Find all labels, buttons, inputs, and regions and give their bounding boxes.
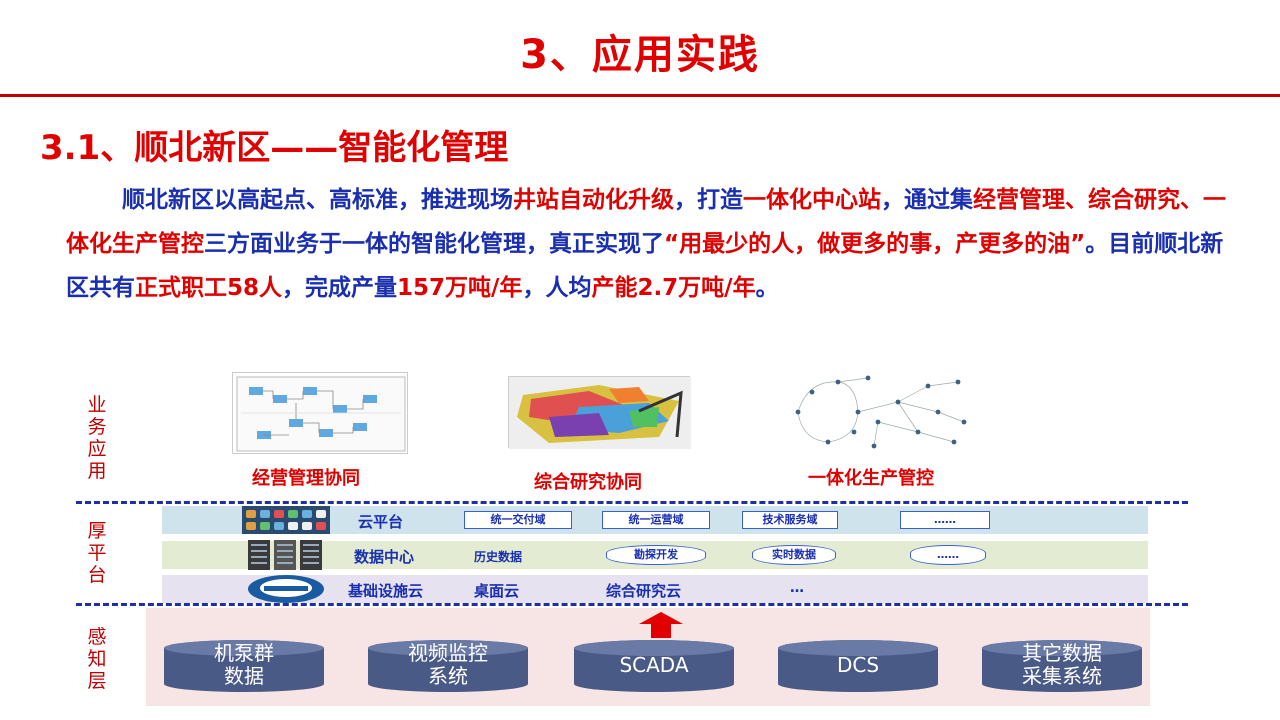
infrastructure-cloud-label: 基础设施云 bbox=[348, 582, 424, 600]
data-source-label: 其它数据采集系统 bbox=[1022, 641, 1102, 688]
data-source-label: 视频监控系统 bbox=[408, 641, 488, 688]
data-source-cylinder: SCADA bbox=[574, 640, 734, 692]
data-center-band: 数据中心 历史数据 勘探开发 实时数据 …… bbox=[162, 540, 1148, 570]
section-title: 3.1、顺北新区——智能化管理 bbox=[40, 128, 509, 168]
title-divider bbox=[0, 94, 1280, 97]
data-source-cylinder: 其它数据采集系统 bbox=[982, 640, 1142, 692]
data-source-label: 机泵群数据 bbox=[214, 641, 274, 688]
highlight-text: 正式职工58人 bbox=[135, 275, 283, 301]
more-data-db: …… bbox=[910, 545, 986, 565]
app-grid-icon bbox=[242, 506, 330, 534]
tech-service-domain: 技术服务域 bbox=[742, 511, 838, 529]
production-network-thumbnail bbox=[778, 372, 970, 452]
data-source-label: SCADA bbox=[619, 653, 689, 677]
research-3d-model-thumbnail bbox=[508, 376, 691, 449]
body-text: ，人均 bbox=[522, 275, 592, 301]
layer-divider-bottom bbox=[76, 603, 1188, 606]
highlight-text: 一体化中心站 bbox=[743, 187, 881, 213]
layer-label-platform: 厚平台 bbox=[87, 520, 107, 586]
body-text: 三方面业务于一体的智能化管理，真正实现了 bbox=[204, 231, 664, 257]
desktop-cloud-label: 桌面云 bbox=[474, 582, 520, 600]
body-text: ，打造 bbox=[674, 187, 743, 213]
layer-label-sensing: 感知层 bbox=[87, 626, 107, 692]
layer-divider-top bbox=[76, 501, 1188, 504]
body-text: ，通过集 bbox=[881, 187, 973, 213]
realtime-data-db: 实时数据 bbox=[752, 545, 836, 565]
business-flow-thumbnail bbox=[232, 372, 408, 454]
app-label-business: 经营管理协同 bbox=[252, 468, 360, 489]
historical-data-label: 历史数据 bbox=[474, 550, 523, 564]
body-text: 。目前顺北新区共有 bbox=[66, 231, 1224, 301]
app-label-research: 综合研究协同 bbox=[534, 472, 642, 493]
body-text: ，完成产量 bbox=[282, 275, 398, 301]
highlight-text: “用最少的人，做更多的事，产更多的油” bbox=[664, 231, 1086, 257]
data-source-cylinder: DCS bbox=[778, 640, 938, 692]
server-rack-icon bbox=[248, 540, 322, 570]
highlight-text: 157万吨/年 bbox=[397, 275, 523, 301]
infrastructure-cloud-band: 基础设施云 桌面云 综合研究云 … bbox=[162, 575, 1148, 603]
exploration-dev-db: 勘探开发 bbox=[606, 545, 706, 565]
cloud-logo-icon bbox=[248, 575, 324, 603]
infra-more-label: … bbox=[790, 580, 804, 596]
data-source-label: DCS bbox=[836, 653, 880, 677]
highlight-text: 经营管理、综合研究、一体化生产管控 bbox=[66, 187, 1226, 257]
cloud-platform-band: 云平台 统一交付域 统一运营域 技术服务域 …… bbox=[162, 506, 1148, 534]
up-arrow-icon bbox=[639, 612, 683, 638]
unified-delivery-domain: 统一交付域 bbox=[464, 511, 572, 529]
data-center-label: 数据中心 bbox=[354, 548, 415, 566]
app-label-production: 一体化生产管控 bbox=[808, 468, 934, 489]
unified-operation-domain: 统一运营域 bbox=[602, 511, 710, 529]
intro-paragraph: 顺北新区以高起点、高标准，推进现场井站自动化升级，打造一体化中心站，通过集经营管… bbox=[66, 178, 1226, 310]
highlight-text: 产能2.7万吨/年 bbox=[591, 275, 756, 301]
cloud-platform-label: 云平台 bbox=[358, 513, 404, 531]
slide-title: 3、应用实践 bbox=[520, 32, 760, 78]
body-text: 。 bbox=[755, 275, 779, 301]
body-text: 顺北新区以高起点、高标准，推进现场 bbox=[122, 187, 513, 213]
highlight-text: 井站自动化升级 bbox=[513, 187, 674, 213]
research-cloud-label: 综合研究云 bbox=[606, 582, 682, 600]
data-source-cylinder: 机泵群数据 bbox=[164, 640, 324, 692]
cloud-more-domain: …… bbox=[900, 511, 990, 529]
data-source-cylinder: 视频监控系统 bbox=[368, 640, 528, 692]
layer-label-business: 业务应用 bbox=[87, 394, 107, 482]
